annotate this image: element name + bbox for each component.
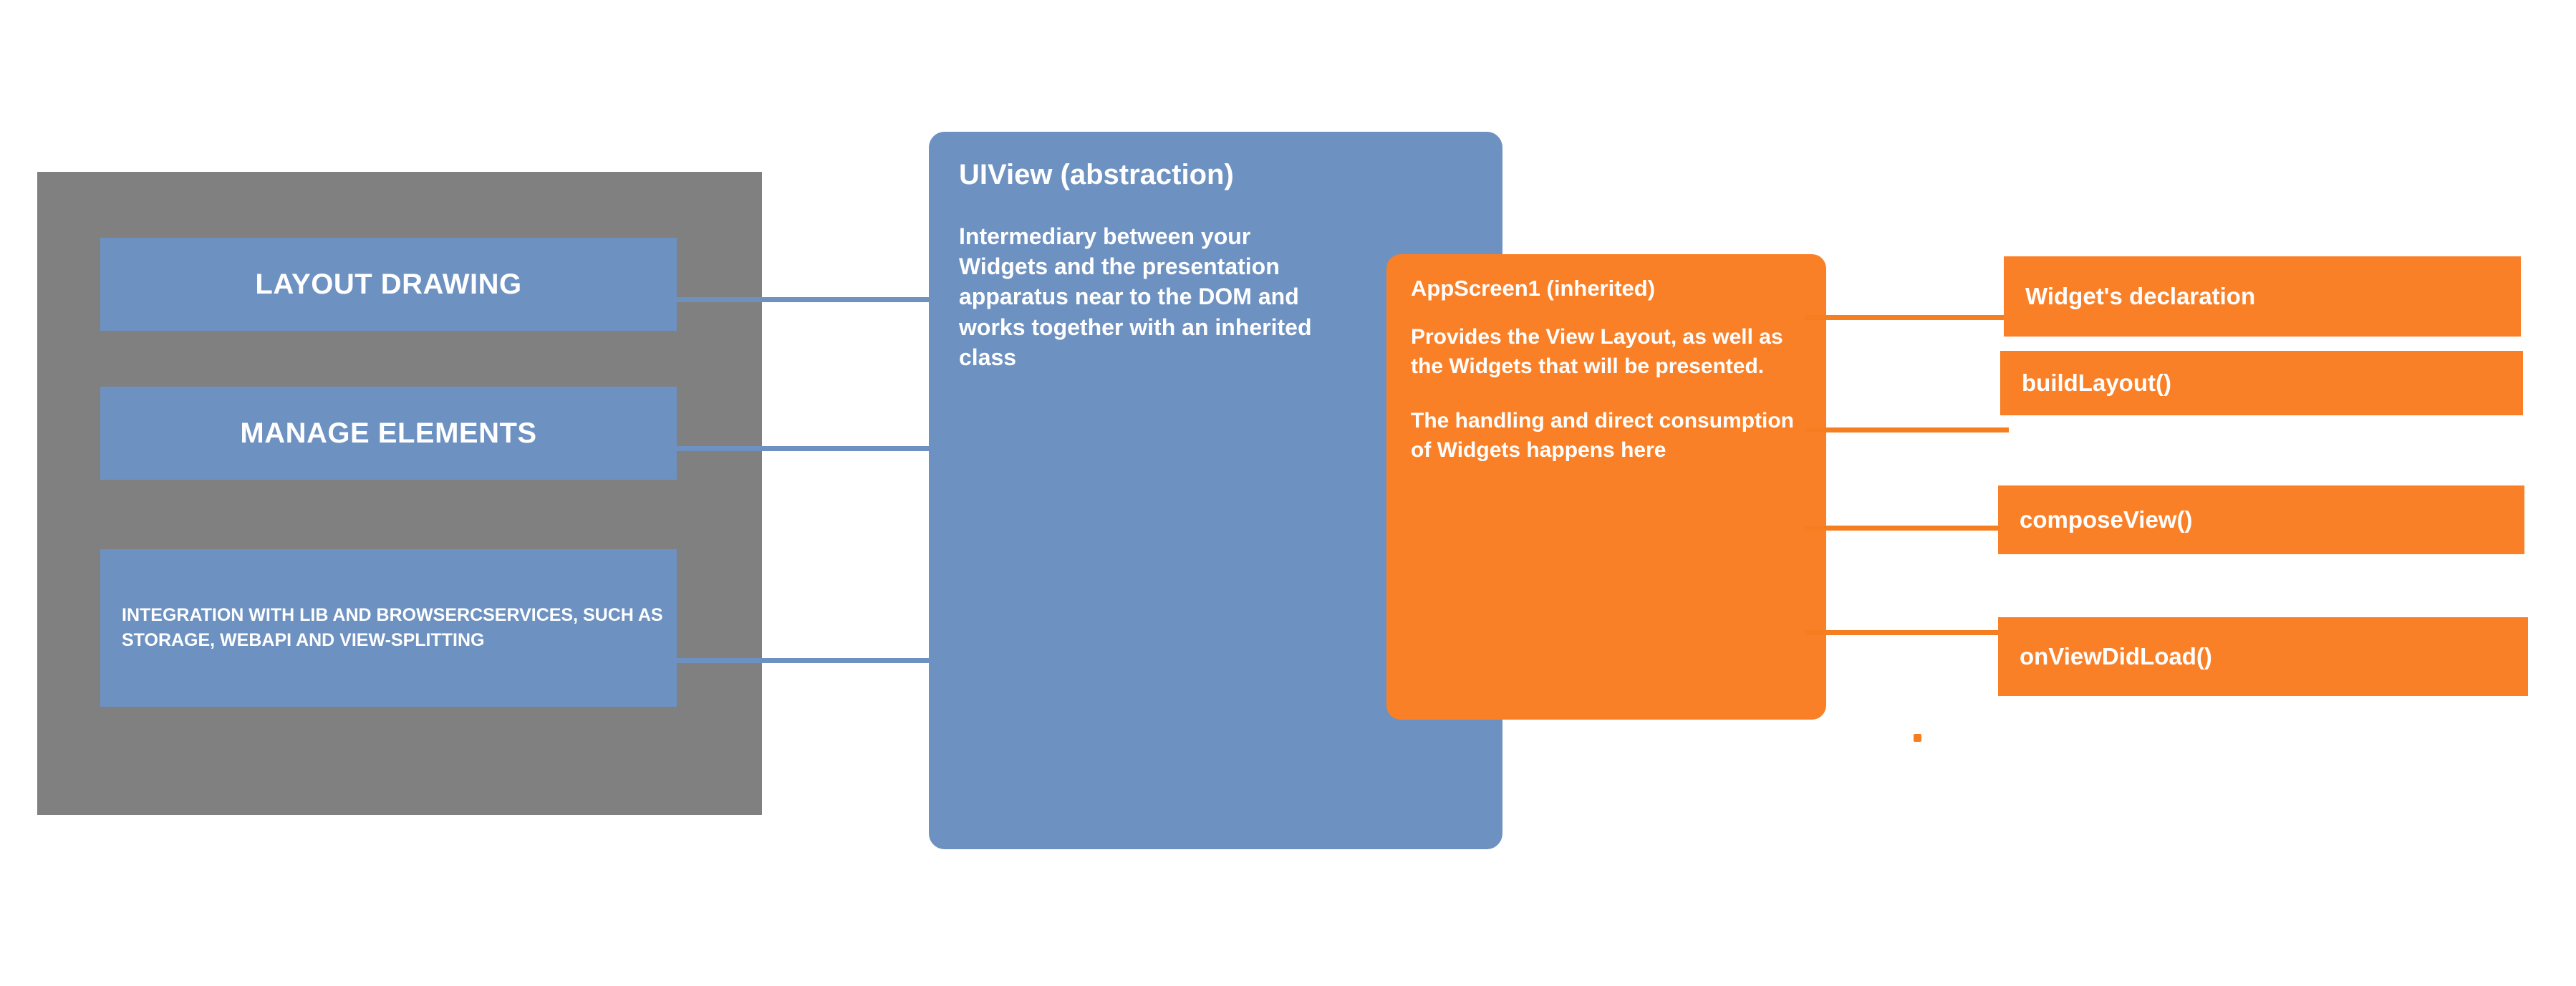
appscreen1-description-2: The handling and direct consumption of W… xyxy=(1411,409,1795,462)
member-label: buildLayout() xyxy=(2022,369,2171,396)
member-label: Widget's declaration xyxy=(2025,283,2256,309)
connector-integration-to-uiview xyxy=(675,658,933,663)
connector-appscreen-to-on-view-did-load xyxy=(1805,630,2009,635)
member-box-on-view-did-load[interactable]: onViewDidLoad() xyxy=(1998,617,2528,696)
responsibility-label: INTEGRATION WITH LIB AND BROWSERCSERVICE… xyxy=(122,604,663,651)
member-box-compose-view[interactable]: composeView() xyxy=(1998,485,2524,554)
uiview-title: UIView (abstraction) xyxy=(959,159,1234,190)
connector-appscreen-to-compose-view xyxy=(1805,526,2009,531)
member-label: onViewDidLoad() xyxy=(2020,643,2212,670)
responsibility-label: LAYOUT DRAWING xyxy=(255,268,522,300)
responsibility-box-manage-elements[interactable]: MANAGE ELEMENTS xyxy=(100,387,677,480)
appscreen1-description-1: Provides the View Layout, as well as the… xyxy=(1411,325,1783,378)
responsibility-box-integration[interactable]: INTEGRATION WITH LIB AND BROWSERCSERVICE… xyxy=(100,549,677,707)
appscreen1-title: AppScreen1 (inherited) xyxy=(1411,276,1656,301)
member-box-build-layout[interactable]: buildLayout() xyxy=(2000,351,2523,415)
connector-layout-drawing-to-uiview xyxy=(675,297,933,302)
appscreen1-inherited-panel[interactable]: AppScreen1 (inherited) Provides the View… xyxy=(1386,254,1826,720)
connector-manage-elements-to-uiview xyxy=(675,446,933,451)
responsibility-label: MANAGE ELEMENTS xyxy=(240,417,537,449)
responsibility-box-layout-drawing[interactable]: LAYOUT DRAWING xyxy=(100,238,677,331)
connector-appscreen-to-widget-declaration xyxy=(1805,315,2009,320)
member-box-widget-declaration[interactable]: Widget's declaration xyxy=(2004,256,2521,337)
connector-appscreen-to-build-layout xyxy=(1805,427,2009,432)
uiview-description: Intermediary between your Widgets and th… xyxy=(959,223,1312,370)
orange-dot-marker xyxy=(1914,734,1921,742)
member-label: composeView() xyxy=(2020,506,2193,533)
